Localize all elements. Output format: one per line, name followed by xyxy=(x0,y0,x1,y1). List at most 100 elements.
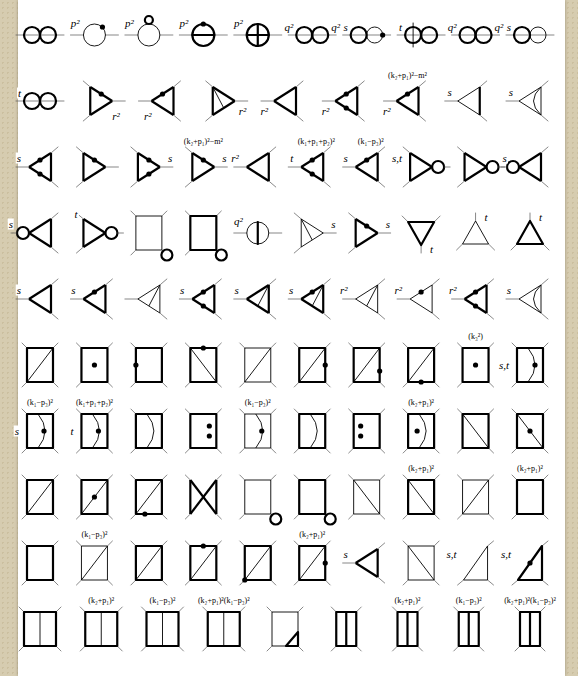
propagator-line xyxy=(160,35,173,36)
propagator-line xyxy=(323,147,330,153)
propagator-line xyxy=(51,247,58,253)
propagator-path xyxy=(83,219,105,233)
propagator-path xyxy=(354,480,380,514)
feynman-topology xyxy=(240,343,276,387)
propagator-line xyxy=(185,181,192,187)
propagator-line xyxy=(206,115,213,121)
propagator-path xyxy=(192,167,214,181)
propagator-path xyxy=(147,612,179,646)
kinematic-label: r² xyxy=(394,285,404,296)
kinematic-label: q² xyxy=(494,22,505,33)
feynman-topology xyxy=(22,343,58,387)
propagator-dot xyxy=(92,362,97,367)
propagator-line xyxy=(216,514,221,519)
propagator-path xyxy=(463,414,489,448)
propagator-line xyxy=(403,541,408,546)
propagator-path xyxy=(190,414,216,448)
kinematic-label: (k₃²) xyxy=(467,333,484,341)
propagator-line xyxy=(378,181,385,187)
propagator-path xyxy=(408,480,434,514)
propagator-line xyxy=(288,167,301,168)
propagator-line xyxy=(349,213,356,219)
kinematic-label: s xyxy=(14,426,20,437)
propagator-line xyxy=(323,233,336,234)
propagator-path xyxy=(541,285,542,313)
feynman-topology xyxy=(288,147,330,187)
propagator-path xyxy=(190,216,216,250)
kinematic-label: (k₁−p₃)² xyxy=(455,597,483,605)
propagator-path xyxy=(354,348,380,382)
feynman-topology xyxy=(349,343,385,387)
propagator-line xyxy=(512,580,518,585)
propagator-dot xyxy=(527,560,532,565)
propagator-path xyxy=(410,299,432,313)
propagator-line xyxy=(458,514,463,519)
propagator-dot xyxy=(207,423,212,428)
propagator-path xyxy=(190,348,216,382)
kinematic-label: (k₂+p₁)² xyxy=(516,465,544,473)
propagator-loop xyxy=(24,93,40,109)
kinematic-label: (k₂+p₁)² xyxy=(298,531,326,539)
propagator-path xyxy=(159,285,160,313)
propagator-path xyxy=(215,480,217,514)
propagator-line xyxy=(105,167,118,168)
propagator-line xyxy=(240,343,245,348)
propagator-path xyxy=(432,285,433,313)
feynman-topology xyxy=(131,475,167,519)
propagator-path xyxy=(83,233,105,247)
propagator-dot xyxy=(100,24,105,29)
propagator-loop xyxy=(432,161,444,173)
propagator-line xyxy=(179,35,192,36)
kinematic-label: t xyxy=(73,209,78,220)
propagator-line xyxy=(458,475,463,480)
propagator-path xyxy=(336,612,356,646)
propagator-line xyxy=(192,34,214,36)
feynman-topology xyxy=(185,147,227,187)
propagator-loop xyxy=(161,250,172,261)
feynman-topology xyxy=(457,213,495,250)
propagator-line xyxy=(185,514,190,519)
propagator-line xyxy=(107,580,112,585)
propagator-path xyxy=(518,546,542,580)
propagator-dot xyxy=(344,91,349,96)
feynman-topology xyxy=(452,27,500,43)
propagator-loop xyxy=(247,222,269,244)
propagator-loop xyxy=(312,27,328,43)
propagator-line xyxy=(131,181,138,187)
propagator-path xyxy=(136,348,162,382)
kinematic-label: s xyxy=(179,285,185,296)
propagator-line xyxy=(444,167,450,168)
propagator-dot xyxy=(310,289,315,294)
propagator-line xyxy=(51,213,58,219)
kinematic-label: s xyxy=(288,285,294,296)
kinematic-label: t xyxy=(538,212,543,223)
propagator-line xyxy=(160,279,167,285)
kinematic-label: t xyxy=(484,212,489,223)
propagator-line xyxy=(343,299,356,300)
feynman-topology xyxy=(349,409,385,453)
feynman-topology xyxy=(512,541,548,585)
propagator-path xyxy=(81,546,107,580)
kinematic-label: r² xyxy=(230,153,240,164)
propagator-path xyxy=(136,480,162,514)
propagator-path xyxy=(274,87,296,101)
feynman-topology xyxy=(397,279,439,319)
feynman-topology xyxy=(288,279,330,319)
propagator-line xyxy=(223,612,224,646)
propagator-line xyxy=(101,612,102,646)
propagator-line xyxy=(323,181,330,187)
propagator-path xyxy=(408,546,434,580)
propagator-line xyxy=(269,181,276,187)
propagator-line xyxy=(112,101,125,102)
propagator-path xyxy=(152,87,174,101)
kinematic-label: (k₁+p₁+p₂)² xyxy=(297,138,336,146)
kinematic-label: t xyxy=(429,244,434,255)
propagator-loop xyxy=(17,227,29,239)
propagator-line xyxy=(489,244,495,250)
propagator-path xyxy=(485,285,487,313)
propagator-path xyxy=(190,480,216,514)
propagator-path xyxy=(397,87,419,101)
feynman-topology xyxy=(458,147,505,187)
propagator-path xyxy=(29,153,51,167)
